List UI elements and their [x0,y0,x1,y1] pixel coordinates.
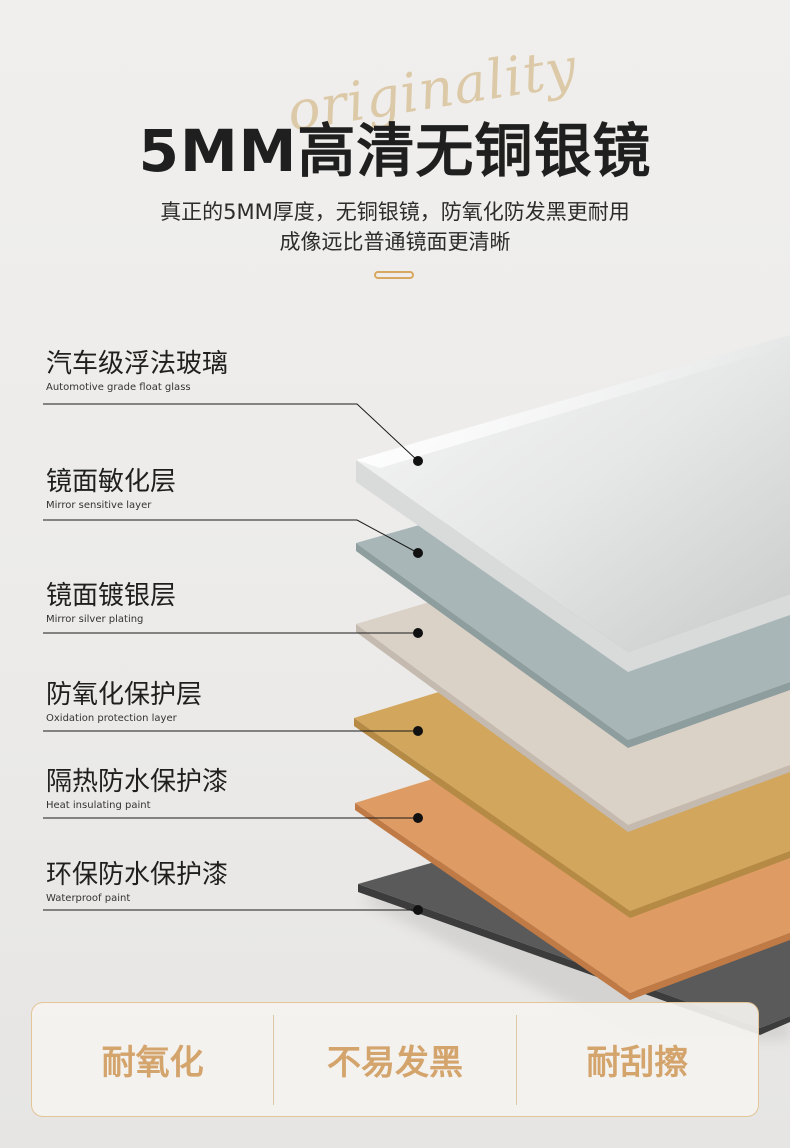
feature-oxidation-resistant: 耐氧化 [101,1043,204,1083]
feature-divider [515,1014,517,1105]
glass-sheen [356,335,790,468]
layer-name: 环保防水保护漆 [46,860,229,890]
layer-plate-sensitive-edge [356,543,790,748]
subtitle-line-1: 真正的5MM厚度，无铜银镜，防氧化防发黑更耐用 [160,200,630,224]
layer-plate-glass-edge [356,460,790,672]
leader-line-glass [43,403,419,462]
layer-name: 隔热防水保护漆 [46,767,229,797]
layer-name-en: Automotive grade float glass [46,382,191,393]
marker-dot-glass [413,456,423,466]
layer-label-glass: 汽车级浮法玻璃 Automotive grade float glass [46,349,228,395]
layer-plate-glass [356,335,790,652]
feature-no-blackening: 不易发黑 [326,1043,463,1083]
feature-divider [273,1014,275,1105]
layer-name: 汽车级浮法玻璃 [46,349,229,379]
layer-label-heat: 隔热防水保护漆 Heat insulating paint [46,767,228,813]
layer-name: 镜面敏化层 [46,467,177,497]
marker-dot-heat [413,813,423,823]
marker-dot-oxidation [413,726,423,736]
layer-name-en: Oxidation protection layer [46,713,177,724]
layer-name-en: Heat insulating paint [46,800,151,811]
divider-pill [374,271,414,279]
layer-label-oxidation: 防氧化保护层 Oxidation protection layer [46,680,202,726]
layer-label-silver: 镜面镀银层 Mirror silver plating [46,581,176,627]
layer-label-waterproof: 环保防水保护漆 Waterproof paint [46,860,228,906]
feature-bar: 耐氧化 不易发黑 耐刮擦 [31,1002,759,1117]
layer-plate-silver-edge [356,624,790,832]
layer-name-en: Waterproof paint [46,893,131,904]
leader-line-sensitive [43,519,419,554]
feature-scratch-resistant: 耐刮擦 [586,1043,689,1083]
subtitle-line-2: 成像远比普通镜面更清晰 [279,230,511,254]
marker-dot-silver [413,628,423,638]
marker-dot-waterproof [413,905,423,915]
layer-name: 镜面镀银层 [46,581,177,611]
layer-label-sensitive: 镜面敏化层 Mirror sensitive layer [46,467,176,513]
page-title: 5MM高清无铜银镜 [138,117,652,185]
layer-name: 防氧化保护层 [46,680,203,710]
layer-name-en: Mirror sensitive layer [46,500,152,511]
marker-dot-sensitive [413,548,423,558]
layer-name-en: Mirror silver plating [46,614,144,625]
